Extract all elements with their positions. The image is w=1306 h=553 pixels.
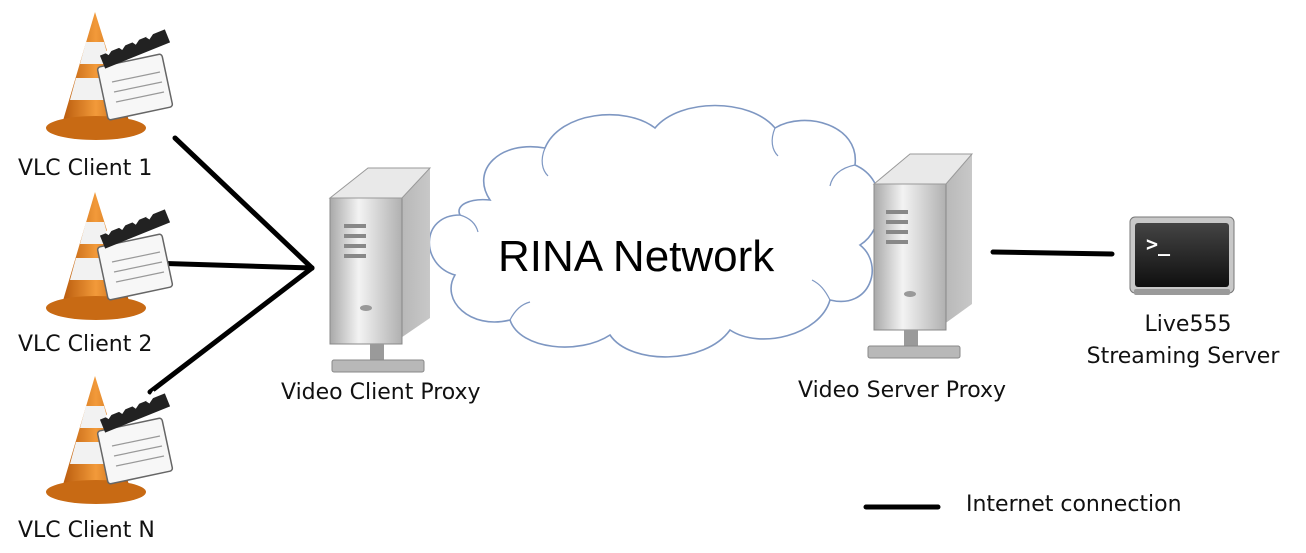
legend-label: Internet connection	[966, 492, 1182, 517]
server-proxy-server-icon	[867, 153, 974, 359]
link-clientN-proxy	[147, 265, 315, 395]
connection-lines	[147, 135, 1115, 395]
streaming-server-label-line2: Streaming Server	[1086, 344, 1280, 369]
server-proxy-label: Video Server Proxy	[798, 378, 1007, 403]
vlc-cone-icon	[46, 12, 174, 140]
client-2-label: VLC Client 2	[18, 332, 153, 357]
terminal-icon: >_	[1129, 216, 1235, 295]
client-n-label: VLC Client N	[18, 518, 155, 543]
client-proxy-label: Video Client Proxy	[281, 380, 481, 405]
link-client1-proxy	[172, 135, 315, 271]
vlc-cone-icon	[46, 192, 174, 320]
terminal-prompt: >_	[1146, 232, 1171, 256]
client-proxy-server-icon	[328, 167, 432, 373]
rina-network-cloud	[428, 104, 881, 358]
vlc-cone-icon	[46, 376, 174, 504]
client-1-label: VLC Client 1	[18, 156, 153, 181]
link-serverproxy-streaming	[990, 249, 1115, 257]
link-client2-proxy	[147, 260, 315, 271]
streaming-server-label-line1: Live555	[1144, 312, 1232, 337]
network-label: RINA Network	[498, 232, 775, 281]
